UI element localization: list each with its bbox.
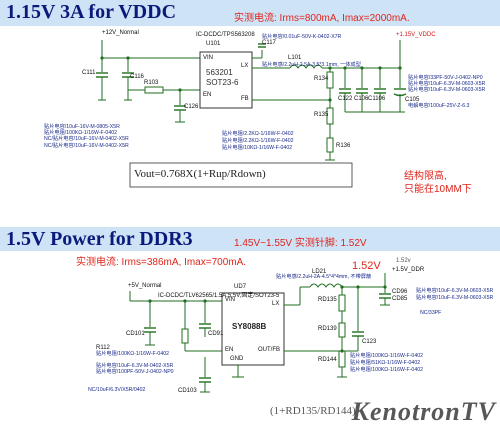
- ddr3-ref-cd101: CD101: [126, 331, 145, 337]
- ddr3-pin-fb: OUT/FB: [258, 347, 280, 353]
- ddr3-ref-cd85: CD85: [392, 296, 408, 302]
- vddc-vin-net: +12V_Normal: [102, 30, 139, 36]
- watermark-logo: KenotronTV: [351, 397, 496, 426]
- vddc-note-nc-left: NC/贴片电容/10uF-16V-M-0402-X5R: [44, 143, 129, 149]
- vddc-title-bar: [0, 0, 500, 26]
- ddr3-note-bottom-nc: NC/10uF/6.3V/X5R/0402: [88, 387, 146, 393]
- ddr3-ref-rd144: RD144: [318, 357, 337, 363]
- ddr3-pin-gnd: GND: [230, 356, 244, 362]
- vddc-ref-l101: L101: [288, 55, 302, 61]
- ddr3-voltage-range: 1.45V~1.55V 实测针脚: 1.52V: [234, 238, 367, 249]
- vddc-note-right1: 贴片电容/33PF-50V-J-0402-NP0: [408, 75, 483, 81]
- ddr3-panel: 1.5V Power for DDR3 1.45V~1.55V 实测针脚: 1.…: [0, 227, 500, 429]
- vddc-note-right2: 贴片电容/10uF-6.3V-M-0603-X5R: [408, 81, 486, 87]
- vddc-vout-net: +1.15V_VDDC: [396, 32, 436, 38]
- ddr3-ic-ref: UD7: [234, 284, 247, 290]
- ddr3-ref-ld21: LD21: [312, 269, 327, 275]
- vddc-note-right4: 电解电容/100uF-25V-Z-6.3: [408, 103, 470, 109]
- ddr3-vout-net: +1.5V_DDR: [392, 267, 425, 273]
- vddc-ref-c126: C126: [184, 104, 199, 110]
- ddr3-ref-cd91: CD91: [208, 331, 224, 337]
- vddc-note-l101: 贴片电感/2.2uH-2.5A-3.5*3.1mm, 一体成型: [262, 62, 361, 68]
- ddr3-pin-vin: VIN: [225, 297, 236, 303]
- ddr3-title: 1.5V Power for DDR3: [6, 228, 193, 250]
- vddc-ref-c1106: C1106: [368, 96, 386, 102]
- vddc-measured-current: 实测电流: Irms=800mA, Imax=2000mA.: [234, 13, 410, 24]
- ddr3-title-bar: [0, 227, 500, 251]
- ddr3-ic-part: IC-DCDC/TLV62565/1.5A,5.5V,固定/SOT23-5: [158, 293, 280, 299]
- vddc-title: 1.15V 3A for VDDC: [6, 1, 177, 23]
- vddc-remark-line1: 结构限高,: [404, 171, 447, 182]
- vddc-note-right3: 贴片电容/10uF-6.3V-M-0603-X5R: [408, 87, 486, 93]
- vddc-ic-ref: U101: [206, 41, 221, 47]
- vddc-chip-name: 563201: [206, 68, 233, 77]
- vddc-pin-vin: VIN: [203, 55, 214, 61]
- vddc-ref-c111: C111: [82, 70, 96, 76]
- ddr3-pin-lx: LX: [272, 301, 280, 307]
- ddr3-note-rfb1: 贴片电阻/100KΩ-1/16W-F-0402: [350, 353, 423, 359]
- ddr3-chip-name: SY8088B: [232, 322, 267, 331]
- vddc-ref-c117: C117: [262, 40, 276, 46]
- vddc-ref-c122: C122: [338, 96, 353, 102]
- ddr3-note-ld21: 贴片电感/2.2uH-2A-4.5*4*4mm, 不带屏蔽: [276, 274, 372, 280]
- ddr3-ref-r112: R112: [96, 345, 110, 351]
- vddc-note-left3: NC/贴片电容/10uF-16V-M-0402-X5R: [44, 136, 129, 142]
- ddr3-vout-small: 1.52v: [396, 258, 411, 264]
- vddc-note-left2: 贴片电阻/100KΩ-1/16W-F-0402: [44, 130, 117, 136]
- vddc-ref-r136: R136: [336, 143, 351, 149]
- ddr3-ref-c123: C123: [362, 339, 377, 345]
- ddr3-vout-measured: 1.52V: [352, 260, 381, 272]
- ddr3-ref-cd96: CD96: [392, 289, 408, 295]
- ddr3-measured-current: 实测电流: Irms=386mA, Imax=700mA.: [76, 257, 247, 268]
- ddr3-vin-net: +5V_Normal: [128, 283, 162, 289]
- vddc-pin-lx: LX: [241, 63, 249, 69]
- ddr3-formula: (1+RD135/RD144): [270, 405, 356, 417]
- vddc-schematic: [96, 40, 407, 188]
- ddr3-note-right2: 贴片电容/10uF-6.3V-M-0603-X5R: [416, 295, 494, 301]
- vddc-note-left1: 贴片电容/10uF-16V-M-0805-X5R: [44, 124, 120, 130]
- ddr3-note-right1: 贴片电容/10uF-6.3V-M-0603-X5R: [416, 288, 494, 294]
- vddc-ref-r134: R134: [314, 76, 329, 82]
- vddc-ref-c106: C106: [354, 96, 369, 102]
- vddc-ref-c116: C116: [130, 74, 144, 80]
- vddc-ic-part: IC-DCDC/TPS563208: [196, 32, 255, 38]
- vddc-ref-r135: R135: [314, 112, 329, 118]
- vddc-pin-fb: FB: [241, 96, 249, 102]
- ddr3-pin-en: EN: [225, 347, 234, 353]
- ddr3-note-r112: 贴片电阻/100KΩ-1/16W-F-0402: [96, 351, 169, 357]
- ddr3-ref-rd139: RD139: [318, 326, 337, 332]
- vddc-ref-r103: R103: [144, 80, 159, 86]
- vddc-note-rfb2: 贴片电阻/2.2KΩ-1/16W-F-0402: [222, 138, 294, 144]
- ddr3-ref-rd135: RD135: [318, 297, 337, 303]
- vddc-note-rfb3: 贴片电阻/10KΩ-1/16W-F-0402: [222, 145, 293, 151]
- vddc-remark-line2: 只能在10MM下: [404, 184, 472, 195]
- vddc-ref-c105: C105: [405, 97, 420, 103]
- ddr3-note-nc: NC/33PF: [420, 310, 442, 316]
- vddc-formula: Vout=0.768X(1+Rup/Rdown): [134, 168, 266, 180]
- ddr3-schematic: [129, 273, 391, 393]
- ddr3-note-rfb3: 贴片电阻/100KΩ-1/16W-F-0402: [350, 367, 423, 373]
- ddr3-note-cd1: 贴片电容/10uF-6.3V-M-0402-X5R: [96, 363, 174, 369]
- vddc-pin-en: EN: [203, 92, 212, 98]
- vddc-note-rfb1: 贴片电阻/2.2KΩ-1/16W-F-0402: [222, 131, 294, 137]
- ddr3-note-cd2: 贴片电容/100PF-50V-J-0402-NP0: [96, 369, 174, 375]
- vddc-note-c117: 贴片电容/0.01uF-50V-K-0402-X7R: [262, 34, 342, 40]
- ddr3-note-rfb2: 贴片电阻/51KΩ-1/16W-F-0402: [350, 360, 421, 366]
- vddc-panel: 1.15V 3A for VDDC 实测电流: Irms=800mA, Imax…: [0, 0, 500, 195]
- vddc-chip-pkg: SOT23-6: [206, 78, 239, 87]
- ddr3-ref-cd103: CD103: [178, 388, 197, 394]
